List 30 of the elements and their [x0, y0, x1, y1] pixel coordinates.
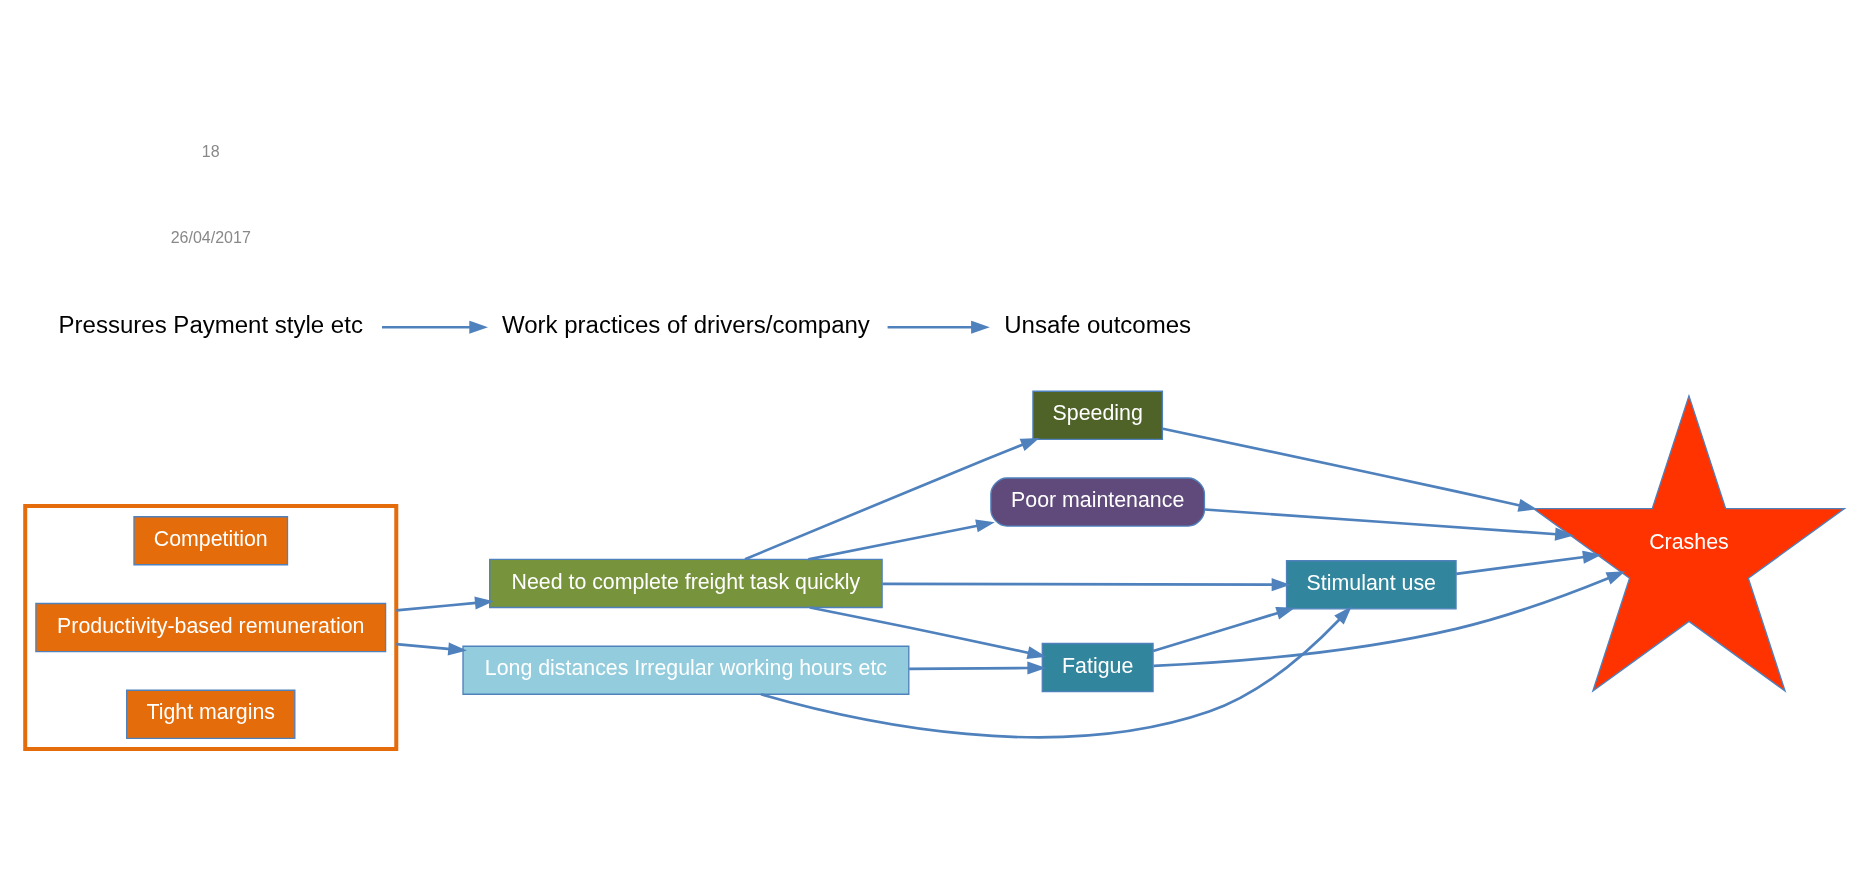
label: 26/04/2017 [170, 228, 251, 246]
label: 18 [201, 142, 220, 159]
arrow [396, 596, 494, 612]
arrow [744, 437, 1040, 560]
arrow [887, 320, 990, 334]
arrow [382, 320, 489, 334]
arrow [882, 577, 1291, 591]
node-box: Long distances Irregular working hours etc [462, 645, 910, 695]
node-text: Pressures Payment style etc [58, 310, 363, 338]
arrow [760, 605, 1352, 739]
arrow [396, 641, 467, 655]
node-text: Work practices of drivers/company [501, 310, 870, 338]
node-box: Speeding [1032, 390, 1164, 440]
node-box: Need to complete freight task quickly [489, 558, 883, 608]
arrow [1456, 550, 1602, 575]
node-box: Stimulant use [1285, 559, 1457, 609]
node-box: Poor maintenance [990, 476, 1206, 527]
node-box: Tight margins [126, 689, 296, 739]
arrow [1204, 507, 1574, 541]
node-box: Fatigue [1041, 642, 1154, 692]
arrow [1162, 426, 1538, 512]
arrow [1152, 606, 1296, 652]
arrow [808, 519, 995, 561]
cluster [23, 503, 399, 751]
node-box: Competition [133, 515, 289, 565]
arrow [809, 605, 1047, 659]
node-box: Productivity-based remuneration [35, 602, 387, 652]
arrow [1153, 570, 1626, 667]
node-text: Unsafe outcomes [1004, 310, 1192, 338]
arrow [909, 660, 1047, 675]
